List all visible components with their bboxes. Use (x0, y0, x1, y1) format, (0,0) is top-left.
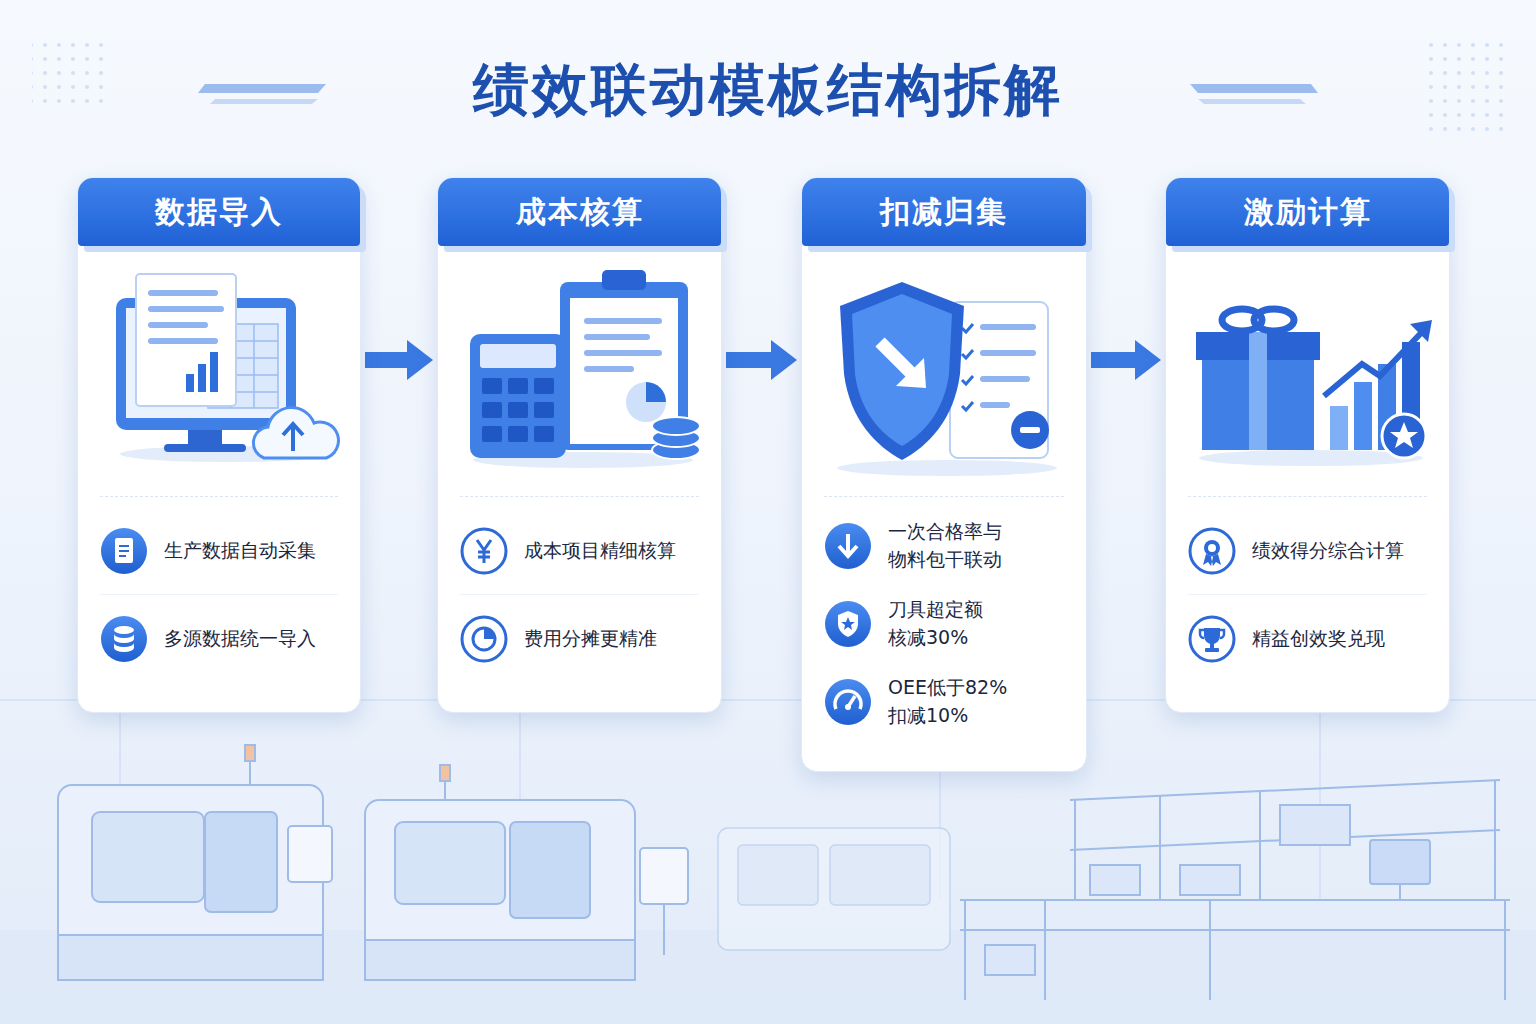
item-icon (1188, 615, 1236, 663)
monitor-illustration (78, 246, 360, 496)
card-divider (1188, 496, 1427, 497)
machine (365, 765, 688, 980)
item-row: 成本项目精细核算 (460, 507, 699, 594)
item-icon (824, 678, 872, 726)
card-divider (100, 496, 338, 497)
card-header: 激励计算 (1166, 178, 1449, 246)
calculator-illustration (438, 246, 720, 496)
item-list: 绩效得分综合计算精益创效奖兑现 (1166, 497, 1449, 712)
card-header: 扣减归集 (802, 178, 1086, 246)
machine (58, 745, 332, 980)
item-icon (460, 527, 508, 575)
item-text: 刀具超定额 核减30% (888, 596, 1028, 651)
item-text: OEE低于82% 扣减10% (888, 674, 1028, 729)
item-text: 费用分摊更精准 (524, 625, 657, 653)
item-list: 成本项目精细核算费用分摊更精准 (438, 497, 721, 712)
item-text: 精益创效奖兑现 (1252, 625, 1385, 653)
card-heading: 激励计算 (1244, 192, 1372, 233)
title-deco (198, 84, 326, 93)
title-deco (1198, 99, 1306, 104)
item-icon (100, 615, 148, 663)
flow-arrow (1091, 352, 1135, 368)
card-heading: 扣减归集 (880, 192, 1008, 233)
item-row: 一次合格率与 物料包干联动 (824, 507, 1064, 585)
card-header: 数据导入 (78, 178, 360, 246)
item-text: 绩效得分综合计算 (1252, 537, 1404, 565)
card-divider (824, 496, 1064, 497)
flow-arrow (726, 352, 771, 368)
shield-illustration (802, 246, 1084, 496)
card-heading: 数据导入 (155, 192, 283, 233)
item-text: 成本项目精细核算 (524, 537, 676, 565)
title-deco (1190, 84, 1318, 93)
workbench-shelves (960, 780, 1510, 1000)
stage-card: 数据导入 生产数据自动采集多源数据统一导入 (77, 177, 361, 713)
item-icon (100, 527, 148, 575)
flow-arrow (365, 352, 407, 368)
card-illustration (1166, 246, 1449, 496)
item-list: 一次合格率与 物料包干联动刀具超定额 核减30% OEE低于82% 扣减10% (802, 497, 1086, 771)
item-row: 费用分摊更精准 (460, 594, 699, 682)
card-illustration (802, 246, 1086, 496)
card-header: 成本核算 (438, 178, 721, 246)
item-icon (1188, 527, 1236, 575)
item-icon (824, 600, 872, 648)
title-deco (210, 99, 318, 104)
card-heading: 成本核算 (516, 192, 644, 233)
item-text: 生产数据自动采集 (164, 537, 316, 565)
stage-card: 成本核算 成本项目精细核算费用分摊更精准 (437, 177, 722, 713)
item-icon (460, 615, 508, 663)
item-row: 刀具超定额 核减30% (824, 585, 1064, 663)
item-row: OEE低于82% 扣减10% (824, 663, 1064, 741)
machine (718, 828, 950, 950)
dot-grid (32, 40, 104, 104)
card-divider (460, 496, 699, 497)
item-list: 生产数据自动采集多源数据统一导入 (78, 497, 360, 712)
card-illustration (438, 246, 721, 496)
item-row: 绩效得分综合计算 (1188, 507, 1427, 594)
item-text: 多源数据统一导入 (164, 625, 316, 653)
item-row: 生产数据自动采集 (100, 507, 338, 594)
dot-grid (1420, 40, 1512, 132)
diagram-title: 绩效联动模板结构拆解 (0, 52, 1536, 128)
item-text: 一次合格率与 物料包干联动 (888, 518, 1028, 573)
item-row: 精益创效奖兑现 (1188, 594, 1427, 682)
stage-card: 激励计算 绩效得分综合计算精益创效奖兑现 (1165, 177, 1450, 713)
item-icon (824, 522, 872, 570)
card-illustration (78, 246, 360, 496)
gift-illustration (1166, 246, 1448, 496)
stage-card: 扣减归集 一次合格率与 物料包干联动刀具超定额 核减30% OEE低于82% 扣减… (801, 177, 1087, 772)
item-row: 多源数据统一导入 (100, 594, 338, 682)
